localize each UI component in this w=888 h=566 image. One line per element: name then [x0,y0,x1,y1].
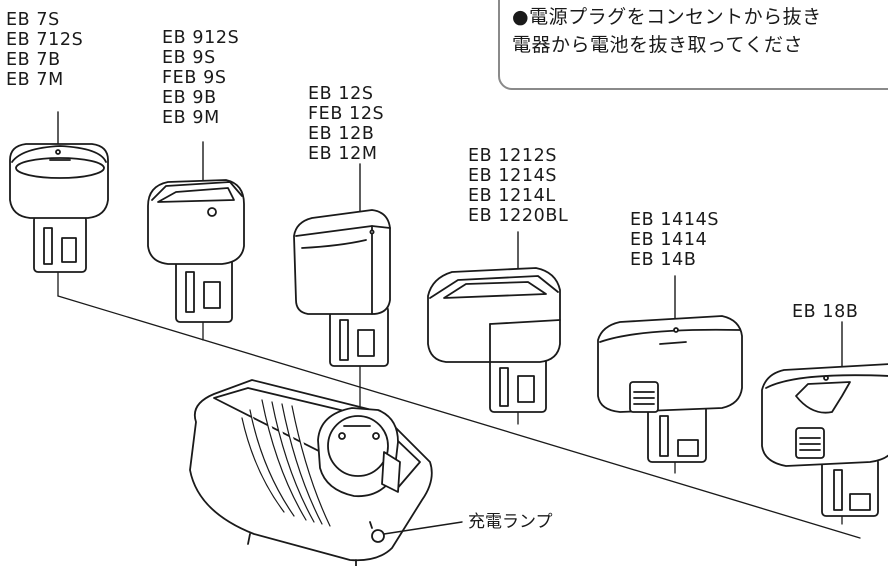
battery-4-models: EB 1212S EB 1214S EB 1214L EB 1220BL [468,146,568,226]
model-label: EB 9B [162,88,217,108]
battery-1-models: EB 7S EB 712S EB 7B EB 7M [6,10,83,90]
lamp-leader-line [383,521,463,535]
model-label: EB 1212S [468,146,558,166]
model-label: EB 9M [162,108,220,128]
battery-eb18-icon [761,363,888,517]
battery-2-models: EB 912S EB 9S FEB 9S EB 9B EB 9M [162,28,239,128]
model-label: EB 1214L [468,186,556,206]
model-label: EB 12S [308,84,374,104]
model-label: EB 1414S [630,210,720,230]
battery-5-models: EB 1414S EB 1414 EB 14B [630,210,719,270]
battery-6-models: EB 18B [792,302,859,322]
model-label: FEB 12S [308,104,385,124]
note-line-2: 電器から電池を抜き取ってくださ [512,34,803,56]
connector-lines [57,271,861,539]
note-line-1: ●電源プラグをコンセントから抜き [512,6,822,28]
battery-eb7-icon [9,143,109,273]
battery-eb1212-icon [427,267,561,413]
model-label: EB 12M [308,144,378,164]
battery-3-models: EB 12S FEB 12S EB 12B EB 12M [308,84,384,164]
charger-icon [189,379,433,566]
model-label: EB 7M [6,70,64,90]
model-label: EB 712S [6,30,84,50]
charge-lamp-label: 充電ランプ [468,512,553,532]
model-label: EB 7B [6,50,61,70]
model-label: EB 1214S [468,166,558,186]
model-label: EB 14B [630,250,697,270]
battery-eb9-icon [147,179,245,323]
model-label: EB 912S [162,28,240,48]
model-label: EB 1414 [630,230,708,250]
model-label: EB 12B [308,124,375,144]
model-label: EB 7S [6,10,60,30]
note-box [498,0,888,90]
model-label: EB 18B [792,302,859,322]
model-label: EB 9S [162,48,216,68]
battery-eb1414-icon [597,315,743,463]
model-label: FEB 9S [162,68,227,88]
model-label: EB 1220BL [468,206,569,226]
battery-eb12-icon [293,209,391,367]
